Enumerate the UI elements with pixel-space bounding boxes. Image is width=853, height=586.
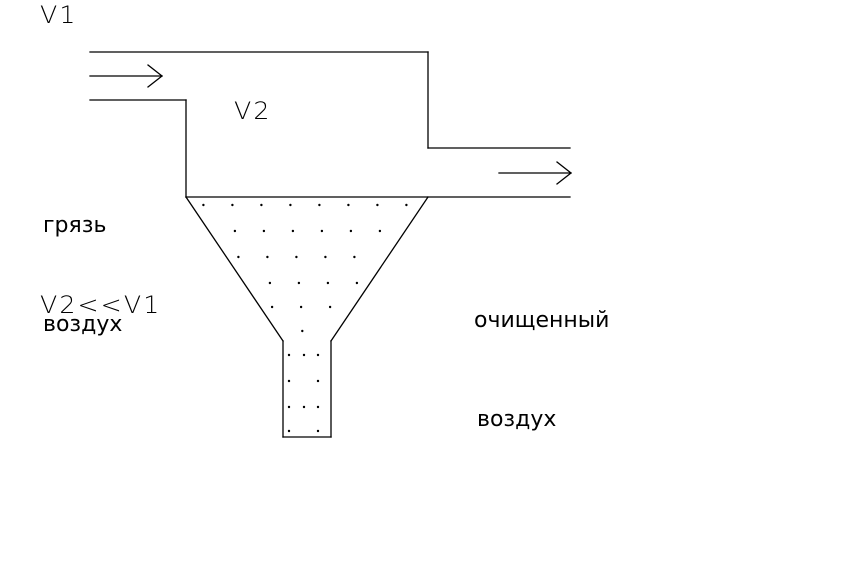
- outlet-flow-arrow: [498, 161, 573, 185]
- dust-particle: [326, 281, 330, 285]
- output-label: очищенный воздух: [474, 238, 609, 502]
- dust-particle: [262, 229, 266, 233]
- dust-particle: [328, 305, 332, 309]
- dust-particle: [405, 203, 408, 207]
- dust-particle: [268, 281, 272, 285]
- dust-particle: [233, 229, 237, 233]
- dust-particle: [316, 429, 320, 433]
- dust-particle: [324, 255, 327, 259]
- input-label-line1: грязь: [43, 213, 107, 238]
- dust-particle: [295, 255, 298, 259]
- velocity-v2-label: V2: [234, 97, 272, 125]
- dust-particle: [353, 255, 356, 259]
- inlet-flow-arrow: [89, 64, 164, 88]
- output-label-line2: воздух: [477, 407, 557, 432]
- dust-particle: [347, 203, 350, 207]
- hopper-right-wall: [330, 196, 429, 342]
- hopper-left-wall: [185, 196, 284, 342]
- dust-particle: [349, 229, 353, 233]
- dust-particle: [287, 353, 291, 357]
- dust-particle: [301, 329, 304, 333]
- dust-particle: [289, 203, 292, 207]
- dust-particle: [202, 203, 205, 207]
- dust-particle: [318, 203, 321, 207]
- dust-particle: [287, 405, 291, 409]
- dust-particle: [378, 229, 382, 233]
- velocity-relation-label: V2<<V1: [40, 291, 162, 319]
- input-label-line2: воздух: [43, 312, 123, 337]
- dust-particle: [287, 429, 291, 433]
- dust-particle: [297, 281, 301, 285]
- dust-particle: [237, 255, 240, 259]
- dust-particle: [266, 255, 269, 259]
- dust-particle: [287, 379, 291, 383]
- dust-particle: [291, 229, 295, 233]
- dust-particles: [202, 203, 408, 433]
- dust-particle: [316, 405, 320, 409]
- dust-particle: [355, 281, 359, 285]
- dust-particle: [260, 203, 263, 207]
- dust-particle: [302, 353, 306, 357]
- dust-particle: [302, 405, 306, 409]
- velocity-v1-label: V1: [40, 1, 78, 29]
- dust-particle: [316, 379, 320, 383]
- dust-particle: [320, 229, 324, 233]
- dust-particle: [270, 305, 274, 309]
- dust-particle: [316, 353, 320, 357]
- dust-particle: [376, 203, 379, 207]
- output-label-line1: очищенный: [474, 308, 610, 333]
- dust-particle: [299, 305, 303, 309]
- input-label: грязь воздух: [43, 143, 122, 407]
- dust-particle: [231, 203, 234, 207]
